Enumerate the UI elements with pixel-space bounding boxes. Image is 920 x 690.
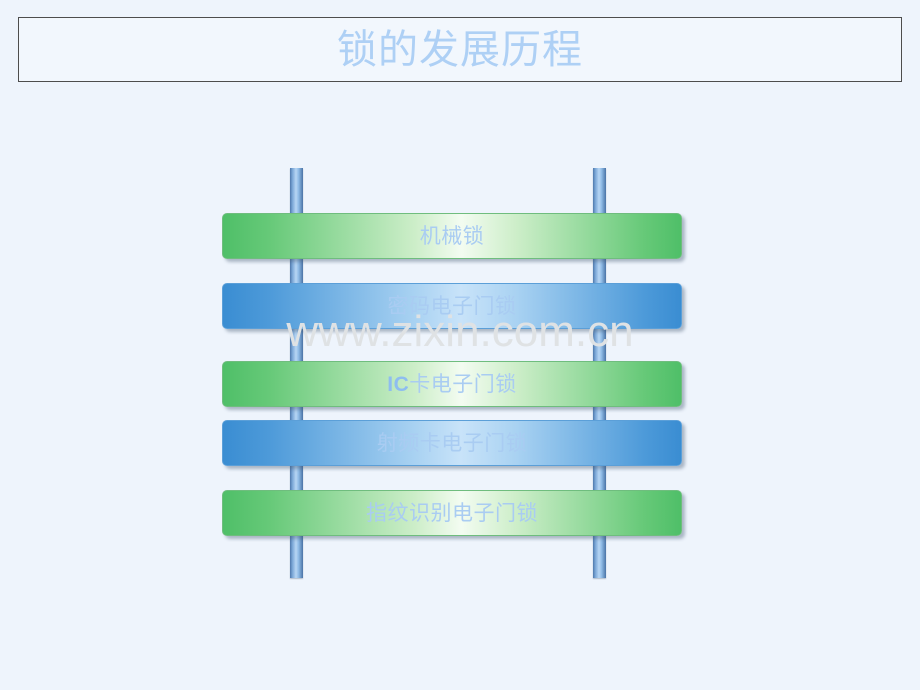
ladder-post-left-segment-5 <box>290 534 303 578</box>
ladder-post-left-segment-2 <box>290 327 303 363</box>
ladder-post-left-segment-4 <box>290 464 303 492</box>
ladder-post-left-segment-3 <box>290 404 303 422</box>
ladder-rung-4[interactable]: 射频卡电子门锁 <box>222 420 682 466</box>
ladder-post-left-segment-0 <box>290 168 303 214</box>
ladder-rung-1[interactable]: 机械锁 <box>222 213 682 259</box>
ladder-rung-2[interactable]: 密码电子门锁 <box>222 283 682 329</box>
ladder-rung-1-label: 机械锁 <box>419 223 485 248</box>
ladder-post-right-segment-4 <box>593 464 606 492</box>
ladder-post-right-segment-1 <box>593 257 606 285</box>
ladder-rung-5-label: 指纹识别电子门锁 <box>366 500 538 525</box>
title-box: 锁的发展历程 <box>18 17 902 82</box>
ladder-post-right-segment-2 <box>593 327 606 363</box>
ladder-rung-3-label-prefix: IC <box>387 372 410 396</box>
ladder-post-right-segment-5 <box>593 534 606 578</box>
ladder-rung-4-label: 射频卡电子门锁 <box>376 430 528 455</box>
ladder-post-right-segment-3 <box>593 404 606 422</box>
ladder-rung-3[interactable]: IC卡电子门锁 <box>222 361 682 407</box>
ladder-rung-3-label: IC卡电子门锁 <box>387 371 517 396</box>
ladder-post-left-segment-1 <box>290 257 303 285</box>
ladder-rung-2-label: 密码电子门锁 <box>387 293 517 318</box>
ladder-post-right-segment-0 <box>593 168 606 214</box>
ladder-rung-3-label-rest: 卡电子门锁 <box>409 371 517 396</box>
ladder-rung-5[interactable]: 指纹识别电子门锁 <box>222 490 682 536</box>
page-title: 锁的发展历程 <box>337 26 583 72</box>
